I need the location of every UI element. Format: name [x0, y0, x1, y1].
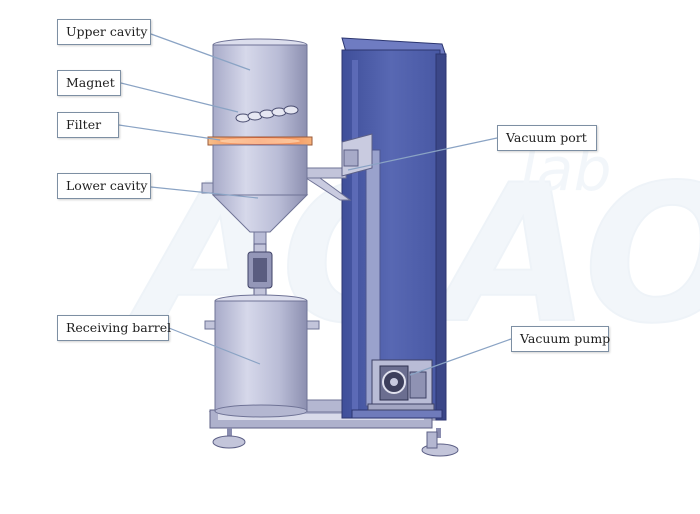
vacuum-pump [367, 359, 435, 411]
lower-cavity [201, 144, 309, 245]
leader-vacuum-pump [409, 338, 512, 376]
discharge-valve [247, 243, 273, 299]
label-lower-cavity: Lower cavity [57, 173, 151, 199]
leveling-feet [212, 428, 459, 457]
vacuum-port [304, 133, 373, 201]
magnet-rods [235, 105, 299, 123]
leader-receiving-barrel [168, 327, 261, 365]
filter-ring [207, 136, 313, 146]
upper-cavity [212, 38, 308, 138]
leader-lower-cavity [150, 186, 259, 199]
leader-filter [118, 124, 221, 141]
leader-upper-cavity [150, 33, 251, 71]
label-upper-cavity: Upper cavity [57, 19, 151, 45]
label-vacuum-pump: Vacuum pump [511, 326, 610, 352]
label-receiving-barrel: Receiving barrel [57, 315, 171, 341]
receiving-barrel [204, 294, 320, 418]
callout-lines [118, 33, 512, 376]
label-magnet: Magnet [57, 70, 121, 96]
leader-vacuum-port [347, 137, 498, 171]
leader-magnet [120, 82, 239, 113]
label-filter: Filter [57, 112, 119, 138]
label-vacuum-port: Vacuum port [497, 125, 597, 151]
